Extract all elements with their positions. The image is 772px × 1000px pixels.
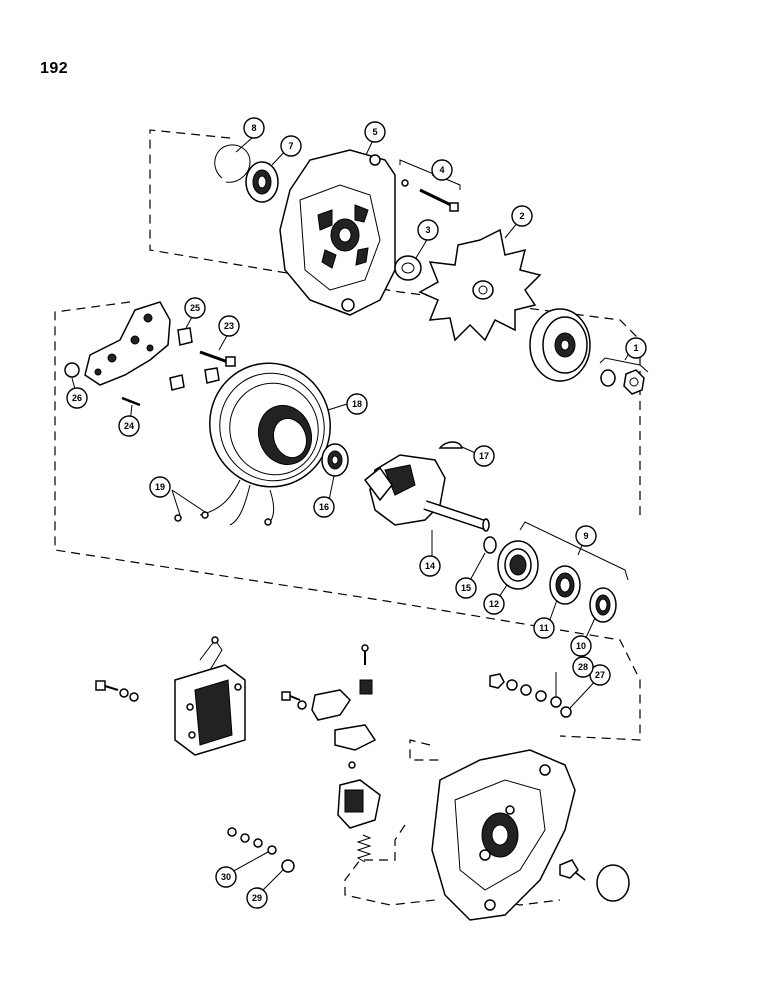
callout-17-label: 17 [479, 451, 489, 461]
retainer-plate [497, 540, 539, 590]
callout-7: 7 [280, 135, 302, 157]
brush-holder-assembly [337, 761, 381, 829]
callout-27: 27 [589, 664, 611, 686]
pulley-nut-bracket [599, 357, 649, 373]
callout-2: 2 [511, 205, 533, 227]
callout-15-label: 15 [461, 583, 471, 593]
callout-10: 10 [570, 635, 592, 657]
callout-29: 29 [246, 887, 268, 909]
callout-5-label: 5 [372, 127, 377, 137]
callout-30: 30 [215, 866, 237, 888]
callout-12: 12 [483, 593, 505, 615]
seal-group-bracket [519, 521, 629, 581]
page-number: 192 [40, 60, 69, 77]
diode-1 [169, 374, 185, 391]
voltage-regulator [174, 636, 246, 756]
terminal-hardware-upper [489, 673, 572, 718]
fan [418, 228, 542, 342]
callout-17: 17 [473, 445, 495, 467]
callout-19-label: 19 [155, 482, 165, 492]
brush-holder-bracket [311, 689, 351, 721]
callout-3-label: 3 [425, 225, 430, 235]
insulator-26 [64, 362, 80, 378]
callout-28: 28 [572, 656, 594, 678]
rectifier-bridge [84, 301, 171, 386]
callout-4: 4 [431, 159, 453, 181]
insulator-25 [177, 327, 193, 346]
through-bolt [401, 179, 459, 212]
callout-26: 26 [66, 387, 88, 409]
terminal-hardware-lower [227, 827, 295, 873]
brush-holder-screw [281, 691, 307, 710]
end-plug [559, 859, 579, 879]
callout-23: 23 [218, 315, 240, 337]
assembly-outline-bottom [344, 739, 440, 906]
callout-7-label: 7 [288, 141, 293, 151]
through-bolt-bracket [399, 159, 461, 190]
callout-3: 3 [417, 219, 439, 241]
callout-4-label: 4 [439, 165, 444, 175]
callout-25: 25 [184, 297, 206, 319]
rotor [363, 454, 490, 532]
callout-10-label: 10 [576, 641, 586, 651]
assembly-outline-middle [54, 301, 641, 741]
callout-2-label: 2 [519, 211, 524, 221]
callout-8: 8 [243, 117, 265, 139]
callout-14-label: 14 [425, 561, 435, 571]
callout-27-label: 27 [595, 670, 605, 680]
callout-1-label: 1 [633, 343, 638, 353]
woodruff-key [438, 441, 463, 449]
callout-9: 9 [575, 525, 597, 547]
collar [483, 536, 497, 554]
callout-12-label: 12 [489, 599, 499, 609]
callout-9-label: 9 [583, 531, 588, 541]
callout-15: 15 [455, 577, 477, 599]
front-bearing-bore [257, 175, 267, 189]
callout-14: 14 [419, 555, 441, 577]
callout-11-label: 11 [539, 623, 549, 633]
brush-spring [356, 834, 372, 863]
callout-30-label: 30 [221, 872, 231, 882]
callout-29-label: 29 [252, 893, 262, 903]
brush-holder [334, 724, 377, 751]
lock-washer [600, 369, 616, 387]
callout-23-label: 23 [224, 321, 234, 331]
assembly-outline-top [149, 129, 641, 520]
callout-28-label: 28 [578, 662, 588, 672]
seal-10 [589, 587, 617, 623]
stator [209, 362, 331, 488]
callout-25-label: 25 [190, 303, 200, 313]
slip-ring-end-frame [431, 749, 576, 921]
o-ring [596, 864, 630, 902]
callout-16-label: 16 [319, 502, 329, 512]
screw-23 [199, 350, 236, 367]
callout-8-label: 8 [251, 123, 256, 133]
callout-16: 16 [313, 496, 335, 518]
callout-1: 1 [625, 337, 647, 359]
callout-24: 24 [118, 415, 140, 437]
brush [359, 644, 373, 695]
drive-end-frame [279, 149, 396, 316]
snap-ring [214, 144, 251, 183]
callout-11: 11 [533, 617, 555, 639]
diode-2 [204, 367, 220, 384]
callout-24-label: 24 [124, 421, 134, 431]
callout-5: 5 [364, 121, 386, 143]
pulley [529, 308, 591, 382]
callout-19: 19 [149, 476, 171, 498]
regulator-screw [95, 680, 139, 702]
callout-18-label: 18 [352, 399, 362, 409]
washer-11 [549, 565, 581, 605]
screw-24 [121, 396, 141, 407]
callout-18: 18 [346, 393, 368, 415]
callout-26-label: 26 [72, 393, 82, 403]
